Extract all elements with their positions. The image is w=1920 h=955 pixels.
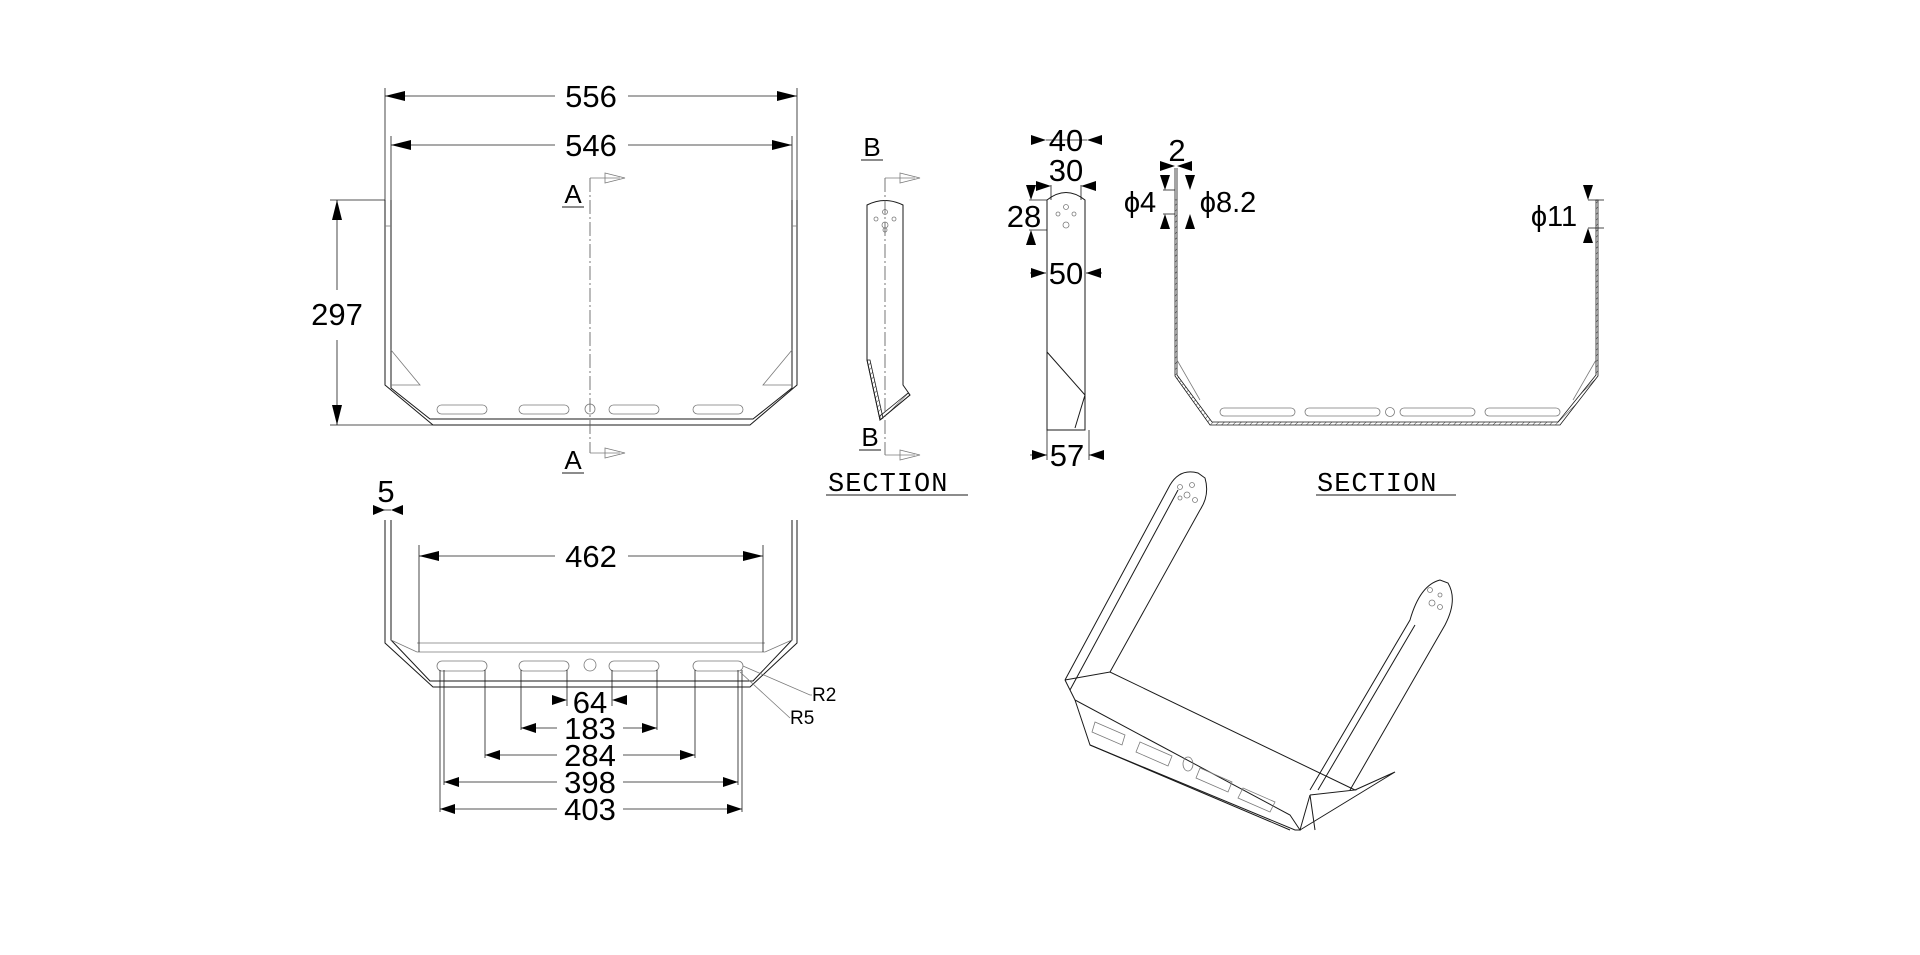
section-a-top-label: A	[564, 179, 582, 209]
front-view: 556 546 297 A A	[311, 79, 798, 475]
dim-546: 546	[565, 128, 617, 163]
dim-556: 556	[565, 79, 617, 114]
dim-50: 50	[1049, 256, 1083, 291]
section-b-view: B B SECTION	[826, 132, 968, 500]
dim-284: 284	[564, 738, 616, 773]
dim-462: 462	[565, 539, 617, 574]
dim-5: 5	[377, 474, 394, 509]
dim-64: 64	[573, 685, 607, 720]
dim-398: 398	[564, 765, 616, 800]
dim-403: 403	[564, 792, 616, 827]
side-view: 40 30 28 50 57	[1007, 123, 1104, 473]
radius-r2: R2	[812, 685, 836, 706]
dim-phi4: ϕ4	[1124, 187, 1156, 219]
dim-297: 297	[311, 297, 363, 332]
section-b-bottom-label: B	[861, 422, 878, 452]
section-b-top-label: B	[863, 132, 880, 162]
dim-57: 57	[1050, 438, 1084, 473]
section-slots	[1219, 407, 1561, 417]
isometric-view	[1064, 471, 1453, 832]
dim-183: 183	[564, 711, 616, 746]
dim-30: 30	[1049, 153, 1083, 188]
front-slots	[436, 403, 744, 415]
dim-40: 40	[1049, 123, 1083, 158]
bottom-view: 5 462 64 183 284	[373, 474, 836, 827]
iso-slots	[1091, 721, 1276, 813]
radius-r5: R5	[790, 708, 814, 729]
dim-phi8-2: ϕ8.2	[1200, 187, 1257, 219]
bottom-slots	[436, 658, 744, 672]
section-a-bottom-label: A	[564, 445, 582, 475]
dim-phi11: ϕ11	[1531, 201, 1577, 233]
section-a-view: 2 ϕ4 ϕ8.2 ϕ11 SECTION	[1124, 133, 1604, 500]
dim-2: 2	[1168, 133, 1185, 168]
dim-28: 28	[1007, 199, 1041, 234]
